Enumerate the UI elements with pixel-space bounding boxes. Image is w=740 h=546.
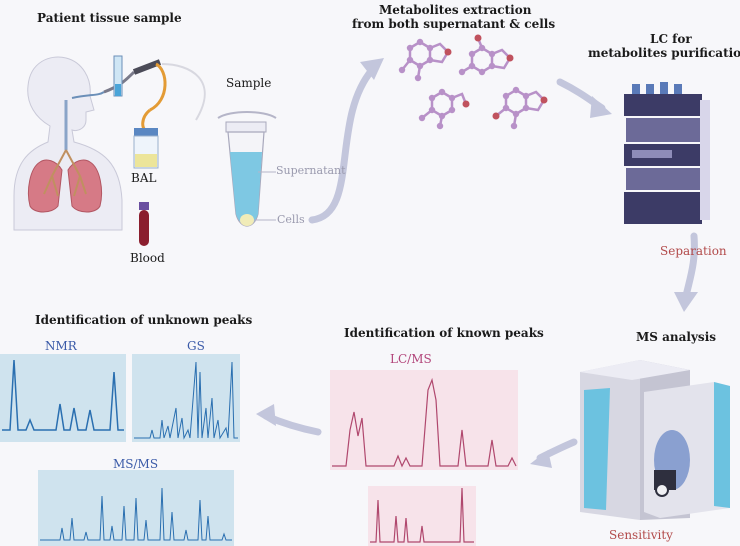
bal-label: BAL bbox=[131, 171, 157, 185]
nmr-spectrum bbox=[2, 359, 124, 431]
lc-title-line1: LC for bbox=[650, 32, 692, 46]
cells-label: Cells bbox=[277, 213, 305, 226]
molecule-atoms bbox=[398, 34, 548, 130]
msms-spectrum bbox=[40, 487, 232, 541]
extraction-title-line1: Metabolites extraction bbox=[379, 3, 532, 17]
sample-label: Sample bbox=[226, 76, 272, 90]
ms-analysis-title: MS analysis bbox=[636, 330, 717, 344]
supernatant-label: Supernatant bbox=[276, 164, 346, 177]
gs-label: GS bbox=[187, 339, 205, 353]
lcms-small-panel bbox=[368, 486, 476, 546]
nmr-label: NMR bbox=[45, 339, 77, 353]
lcms-label: LC/MS bbox=[390, 352, 432, 366]
nmr-panel bbox=[0, 354, 126, 442]
lcms-spectrum bbox=[332, 377, 517, 468]
ms-instrument-icon bbox=[580, 360, 730, 520]
gs-panel bbox=[132, 354, 240, 442]
msms-label: MS/MS bbox=[113, 457, 159, 471]
known-peaks-title: Identification of known peaks bbox=[344, 326, 544, 340]
bronchoscope bbox=[103, 55, 206, 132]
bal-container-icon bbox=[133, 128, 159, 169]
sample-tube bbox=[217, 111, 277, 227]
gs-spectrum bbox=[134, 361, 238, 440]
unknown-peaks-title: Identification of unknown peaks bbox=[35, 313, 253, 327]
lc-title-line2: metabolites purification bbox=[588, 46, 740, 60]
arrow-heads bbox=[256, 58, 698, 468]
separation-note: Separation bbox=[660, 244, 727, 258]
sensitivity-note: Sensitivity bbox=[609, 528, 673, 542]
extraction-title-line2: from both supernatant & cells bbox=[352, 17, 556, 31]
lc-instrument-icon bbox=[624, 82, 710, 224]
blood-tube-icon bbox=[139, 202, 149, 246]
blood-label: Blood bbox=[130, 251, 165, 265]
patient-tissue-title: Patient tissue sample bbox=[37, 11, 182, 25]
lcms-small-spectrum bbox=[370, 487, 474, 543]
patient-illustration bbox=[13, 56, 123, 231]
